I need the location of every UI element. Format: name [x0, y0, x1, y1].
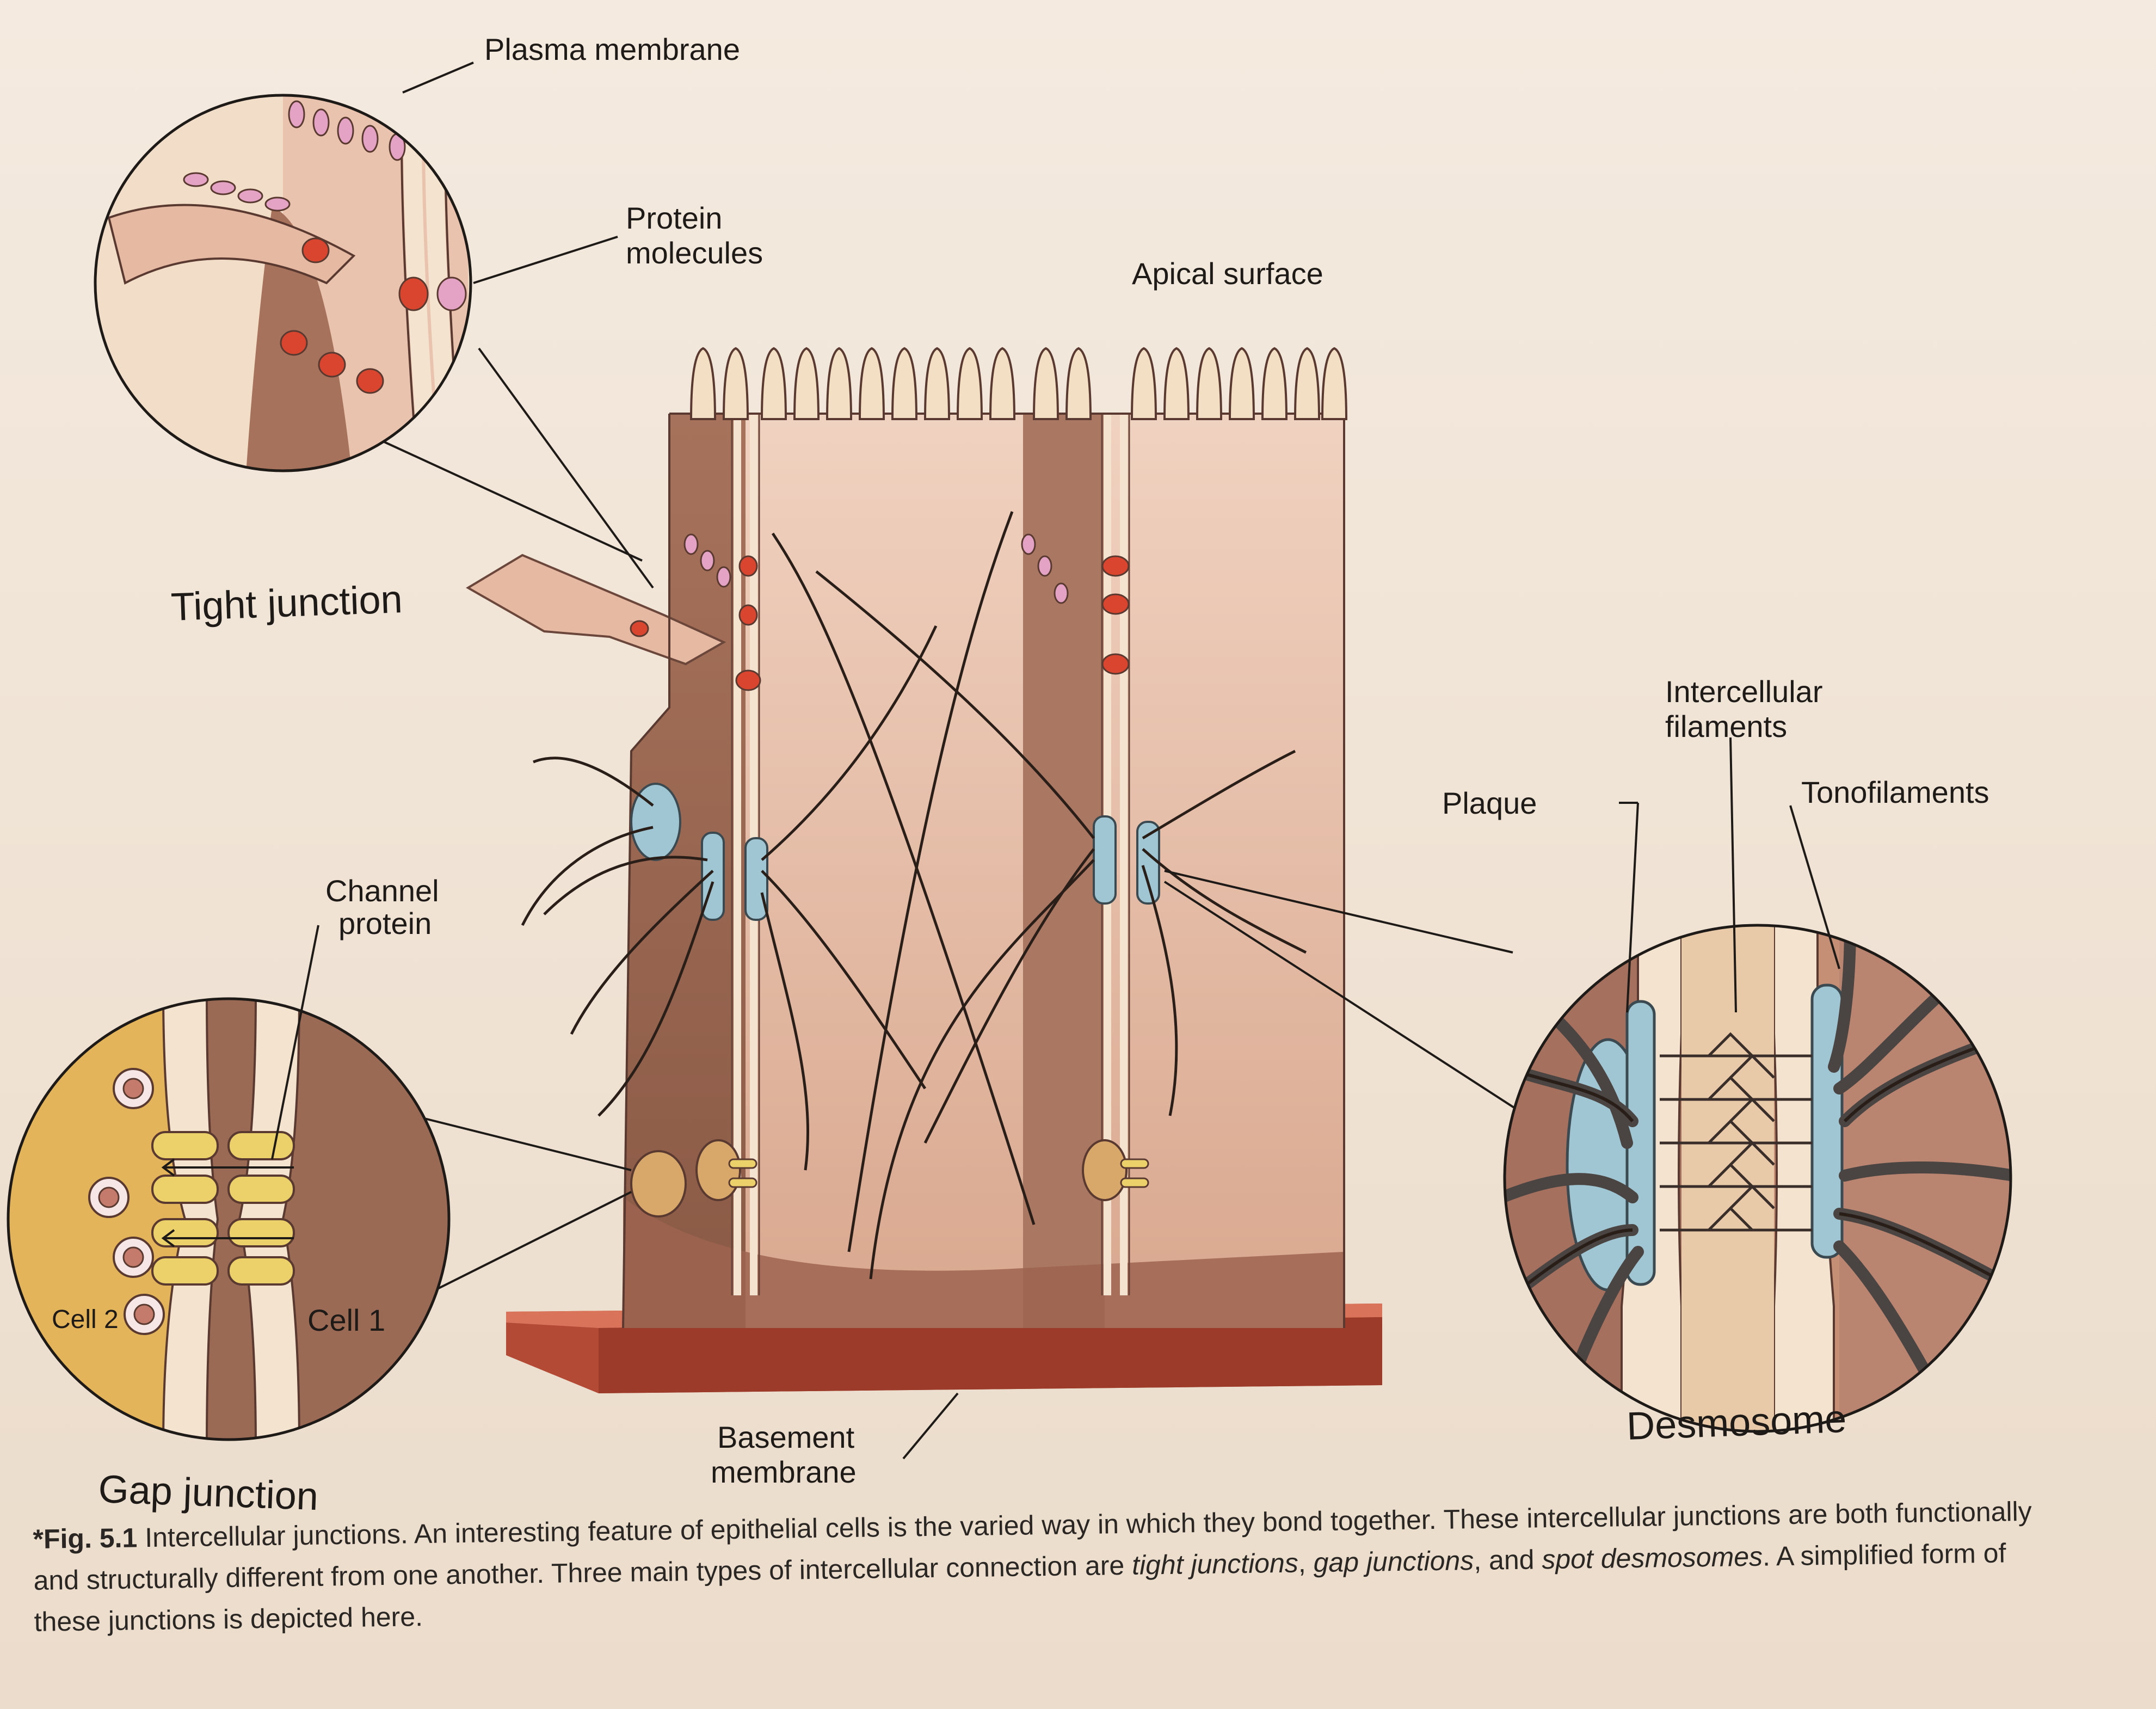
label-protein-molecules-1: Protein: [626, 201, 722, 235]
gap-junction-inset: [7, 997, 632, 1441]
tight-junction-inset: [94, 94, 654, 589]
cell-middle: [746, 414, 1023, 1328]
label-basement-membrane-1: Basement: [717, 1420, 855, 1454]
cell-flap: [466, 554, 726, 666]
label-channel-protein-1: Channel: [325, 874, 439, 908]
epithelial-tissue: [466, 347, 1382, 1393]
label-plasma-membrane: Plasma membrane: [484, 32, 740, 66]
microvilli: [689, 347, 1348, 420]
label-plaque: Plaque: [1442, 786, 1537, 820]
label-channel-protein-2: protein: [338, 906, 432, 940]
gap-junction-arrows: [161, 1158, 294, 1247]
cell-right: [1105, 414, 1344, 1328]
gap-junctions-tissue: [630, 1139, 1149, 1218]
caption-figure-number: *Fig. 5.1: [33, 1522, 138, 1554]
intercellular-filaments: [1660, 1032, 1812, 1232]
caption-em-gap: gap junctions: [1313, 1545, 1474, 1578]
caption-em-desmosomes: spot desmosomes: [1541, 1541, 1763, 1575]
label-apical-surface: Apical surface: [1132, 256, 1323, 291]
tonofilaments-tissue: [521, 511, 1307, 1280]
label-intercellular-filaments-2: filaments: [1665, 709, 1787, 743]
label-tight-junction: Tight junction: [170, 577, 403, 629]
channel-rings: [88, 1068, 165, 1335]
label-cell-1: Cell 1: [307, 1303, 385, 1337]
label-desmosome: Desmosome: [1626, 1397, 1847, 1448]
caption-text-3: , and: [1473, 1544, 1542, 1576]
caption-text-2: ,: [1298, 1547, 1314, 1578]
labels: Plasma membrane Protein molecules Tight …: [52, 32, 1989, 1519]
caption-em-tight: tight junctions: [1131, 1547, 1299, 1581]
cell-right-dark: [1023, 414, 1105, 1328]
label-gap-junction: Gap junction: [97, 1467, 319, 1519]
gap-junction-channels: [151, 1131, 295, 1286]
desmosome-inset: [1163, 870, 2012, 1433]
label-cell-2: Cell 2: [52, 1305, 119, 1334]
label-protein-molecules-2: molecules: [626, 236, 763, 270]
label-basement-membrane-2: membrane: [711, 1455, 857, 1489]
tight-junction-proteins-tissue: [630, 533, 1130, 691]
label-intercellular-filaments-1: Intercellular: [1665, 674, 1822, 709]
label-tonofilaments: Tonofilaments: [1801, 775, 1989, 809]
leader-lines: [271, 62, 1840, 1460]
